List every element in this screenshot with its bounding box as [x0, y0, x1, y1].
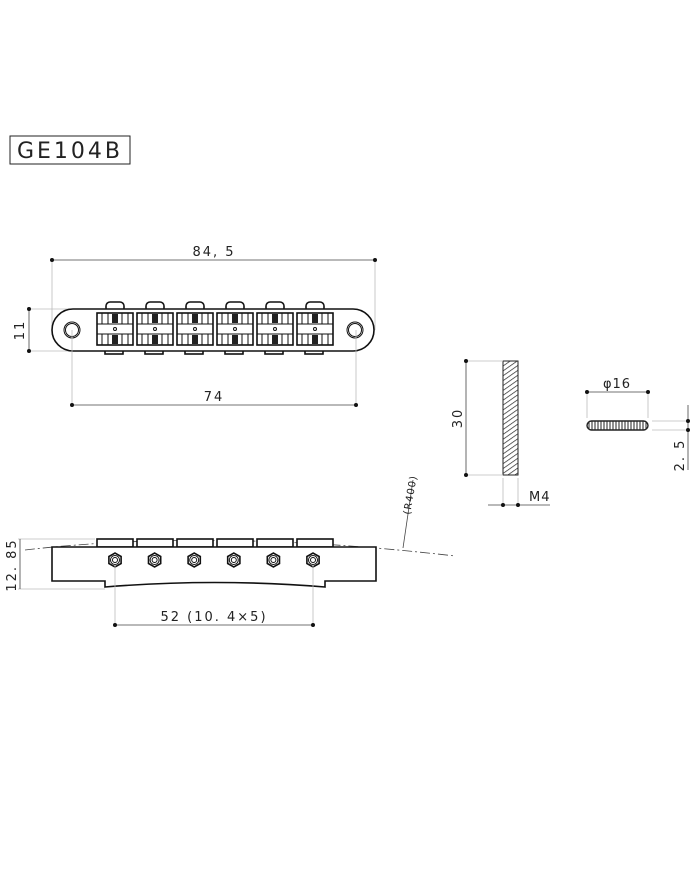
intonation-nut: [306, 552, 320, 568]
dimension-height-top: 11: [13, 320, 28, 341]
dimension-overall-length: 84, 5: [192, 245, 235, 260]
side-view: (R400) 12. 85 52 (10. 4×5): [5, 474, 456, 627]
model-title: GE104B: [17, 139, 123, 164]
saddle: [216, 312, 254, 346]
saddle: [136, 312, 174, 346]
dimension-wheel-thickness: 2. 5: [673, 439, 688, 472]
dimension-radius: (R400): [402, 474, 420, 515]
saddle-side: [96, 538, 134, 548]
intonation-nut: [147, 552, 162, 568]
saddle-side: [136, 538, 174, 548]
intonation-nut: [266, 552, 281, 568]
saddle: [296, 312, 334, 346]
threaded-stud: [502, 360, 519, 476]
saddle: [176, 312, 214, 346]
intonation-nut: [187, 552, 202, 568]
stud-view: 30 M4: [451, 359, 551, 507]
dimension-stud-length: 30: [451, 408, 466, 429]
thumbwheel-view: φ16 2. 5: [585, 377, 690, 471]
dimension-stud-spacing: 74: [204, 390, 225, 405]
saddle-side: [256, 538, 294, 548]
saddle: [96, 312, 134, 346]
saddle-side: [296, 538, 334, 548]
intonation-nut: [226, 552, 241, 568]
dimension-saddle-span: 52 (10. 4×5): [160, 610, 267, 625]
top-view: 84, 5 11 74: [13, 245, 377, 407]
stud-hole-right: [346, 321, 364, 339]
saddle-side: [176, 538, 214, 548]
model-title-box: GE104B: [9, 135, 131, 165]
saddle-side: [216, 538, 254, 548]
dimension-wheel-diameter: φ16: [603, 377, 631, 392]
bridge-body-side: [51, 546, 377, 588]
thumbwheel: [586, 420, 649, 431]
saddle: [256, 312, 294, 346]
dimension-thread: M4: [529, 490, 551, 505]
dimension-height-side: 12. 85: [5, 538, 20, 591]
intonation-nut: [108, 552, 122, 568]
